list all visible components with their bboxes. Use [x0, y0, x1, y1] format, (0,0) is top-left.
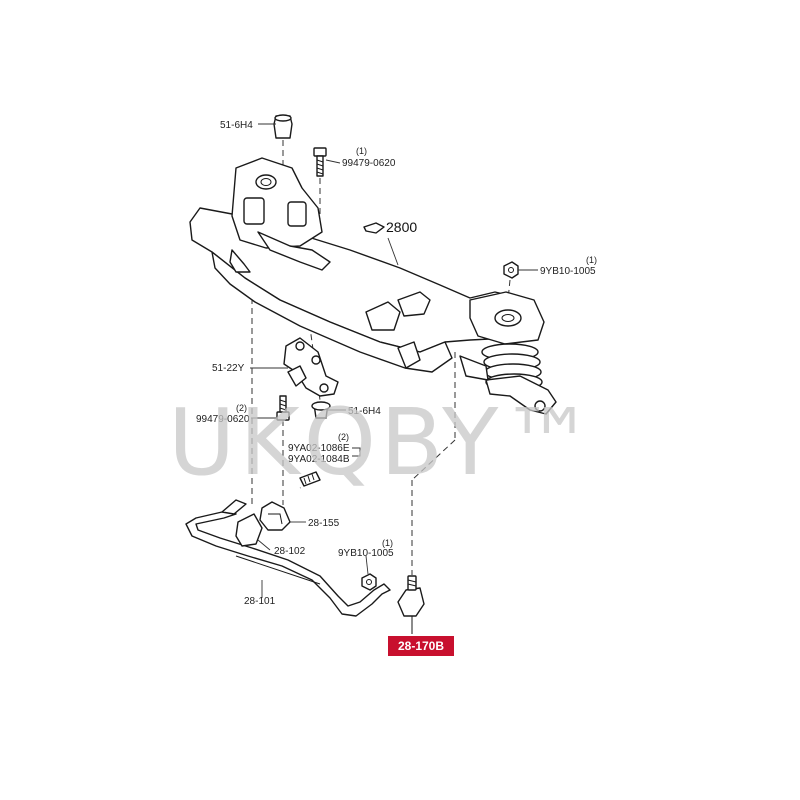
callout-9ya02-1084b: 9YA02-1084B — [288, 454, 350, 465]
bolt-9ya02[interactable] — [299, 471, 321, 487]
callout-9ya02-1086e: 9YA02-1086E — [288, 443, 350, 454]
bolt-99479-0620-top[interactable] — [313, 147, 327, 177]
callout-99479-0620-top-qty: (1) — [356, 146, 367, 156]
clamp-28-155[interactable] — [259, 501, 291, 531]
arrow-right-icon — [363, 222, 385, 234]
callout-9yb10-1005-top-qty: (1) — [586, 255, 597, 265]
highlight-label: 28-170B — [398, 639, 444, 653]
callout-9ya02-qty: (2) — [338, 432, 349, 442]
callout-2800: 2800 — [386, 219, 417, 235]
watermark: UKQBY™ — [168, 389, 598, 496]
nut-9yb10-1005-lower[interactable] — [361, 573, 377, 591]
callout-9yb10-1005-top: 9YB10-1005 — [540, 266, 596, 277]
callout-51-6h4-lower: 51-6H4 — [348, 406, 381, 417]
callout-51-22y: 51-22Y — [212, 363, 245, 374]
callout-99479-0620-top: 99479-0620 — [342, 158, 396, 169]
highlight-badge-28-170b[interactable]: 28-170B — [388, 636, 454, 656]
leader-lines — [250, 123, 538, 598]
coil-spring — [481, 343, 543, 391]
callout-9yb10-1005-lower-qty: (1) — [382, 538, 393, 548]
bushing-28-102[interactable] — [235, 513, 263, 547]
bolt-51-6h4-lower[interactable] — [311, 401, 331, 419]
callout-99479-0620-lower-qty: (2) — [236, 403, 247, 413]
callout-28-101: 28-101 — [244, 596, 276, 607]
callout-51-6h4-top: 51-6H4 — [220, 120, 253, 131]
bracket-51-22y[interactable] — [283, 337, 339, 397]
stabilizer-bar-28-101[interactable] — [185, 499, 391, 617]
callout-99479-0620-lower: 99479-0620 — [196, 414, 250, 425]
stabilizer-link-28-170b[interactable] — [397, 575, 425, 634]
bolt-51-6h4-top[interactable] — [273, 114, 293, 139]
callout-28-155: 28-155 — [308, 518, 340, 529]
bolt-99479-0620-lower[interactable] — [276, 395, 290, 421]
nut-9yb10-1005-top[interactable] — [503, 261, 519, 279]
crossmember-2800[interactable] — [189, 157, 557, 415]
callout-labels: 51-6H4 (1) 99479-0620 2800 (1) 9YB10-100… — [196, 120, 597, 607]
callout-28-102: 28-102 — [274, 546, 306, 557]
callout-9yb10-1005-lower: 9YB10-1005 — [338, 548, 394, 559]
